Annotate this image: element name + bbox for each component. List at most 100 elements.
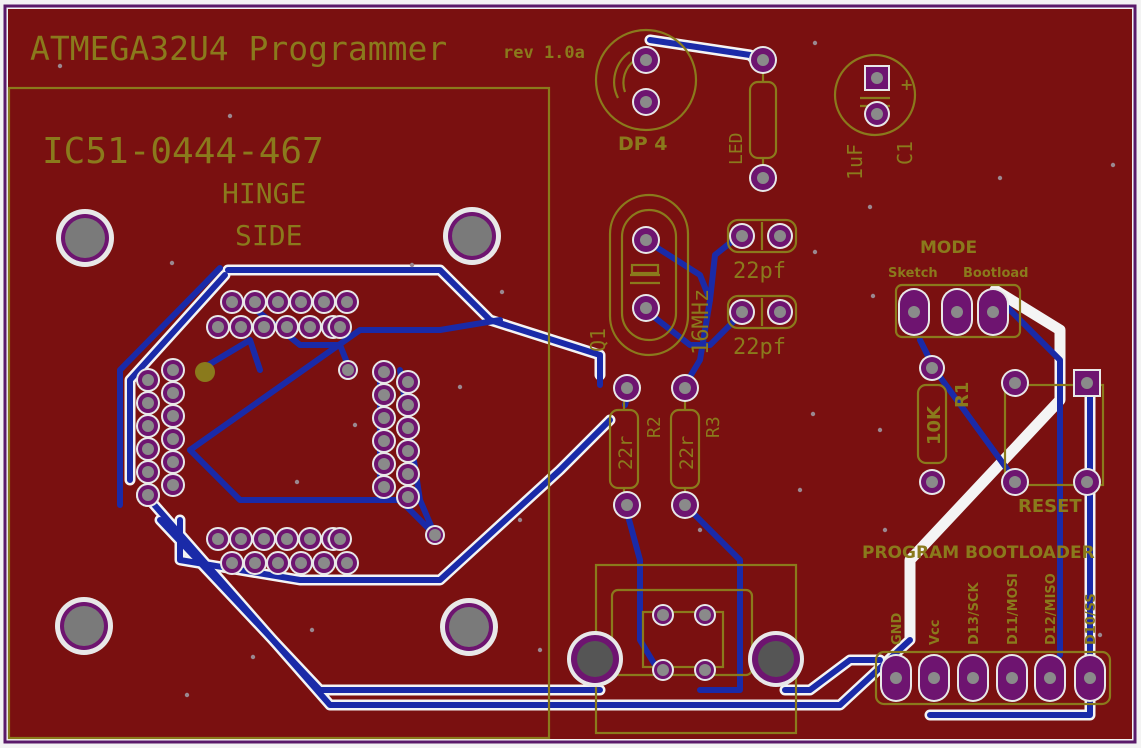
dp4-label: DP 4: [618, 133, 668, 155]
socket-pad: [206, 527, 230, 551]
header-pin-pad: [918, 654, 950, 702]
via: [867, 204, 873, 210]
via: [517, 517, 523, 523]
r3-pad: [671, 374, 699, 402]
r3-value-label: 22r: [676, 436, 698, 470]
mounting-hole: [443, 207, 501, 265]
socket-pad: [252, 315, 276, 339]
socket-pad: [289, 551, 313, 575]
r1-value-label: 10K: [924, 405, 945, 445]
crystal-pad: [632, 226, 660, 254]
socket-pad: [206, 315, 230, 339]
socket-pad: [136, 460, 160, 484]
socket-pad: [136, 368, 160, 392]
via: [457, 384, 463, 390]
via: [184, 692, 190, 698]
reset-pad: [1073, 369, 1101, 397]
dp4-pad: [632, 88, 660, 116]
mode-switch-pad: [941, 288, 973, 336]
usb-shield-pad: [748, 631, 804, 687]
via: [810, 411, 816, 417]
header-pin-pad: [1034, 654, 1066, 702]
cap-pad: [767, 299, 793, 325]
socket-pad: [136, 483, 160, 507]
c1-ref-label: C1: [893, 141, 917, 165]
socket-pad: [275, 527, 299, 551]
r2-pad: [613, 491, 641, 519]
via: [997, 175, 1003, 181]
via: [227, 113, 233, 119]
crystal-ref-label: Q1: [586, 328, 610, 352]
board-title: ATMEGA32U4 Programmer: [30, 29, 447, 68]
socket-pad: [372, 383, 396, 407]
c1-value-label: 1uF: [843, 144, 867, 180]
via: [57, 63, 63, 69]
usb-pad: [652, 604, 674, 626]
socket-pad: [161, 473, 185, 497]
socket-pad: [229, 527, 253, 551]
header-pin-pad: [1074, 654, 1106, 702]
socket-pad: [338, 360, 358, 380]
cap-pad: [729, 223, 755, 249]
via: [352, 422, 358, 428]
socket-pad: [335, 290, 359, 314]
socket-pad: [161, 450, 185, 474]
socket-pad: [136, 391, 160, 415]
header-pin-label: Vcc: [928, 620, 943, 645]
header-pin-label: GND: [890, 612, 905, 645]
socket-pad: [396, 370, 420, 394]
led-pad: [749, 164, 777, 192]
silkscreen: [7, 28, 1112, 740]
via: [812, 249, 818, 255]
led-label: LED: [726, 132, 747, 165]
socket-pad: [372, 406, 396, 430]
socket-pad: [252, 527, 276, 551]
header-pin-pad: [996, 654, 1028, 702]
mounting-hole: [55, 597, 113, 655]
via: [870, 293, 876, 299]
socket-pad: [372, 475, 396, 499]
usb-pad: [694, 659, 716, 681]
c1-pad: [864, 101, 890, 127]
socket-pad: [161, 381, 185, 405]
mounting-hole: [440, 598, 498, 656]
mode-option-bootload: Bootload: [963, 266, 1028, 281]
side-label: SIDE: [235, 219, 302, 252]
usb-pad: [652, 659, 674, 681]
silk-labels: ATMEGA32U4 Programmer rev 1.0a IC51-0444…: [30, 29, 1095, 563]
r3-ref-label: R3: [703, 416, 724, 438]
back-traces: [117, 37, 1093, 718]
via: [309, 627, 315, 633]
pin1-marker: [195, 362, 215, 382]
socket-pad: [396, 439, 420, 463]
header-pin-label: D13/SCK: [967, 581, 982, 645]
socket-pad: [396, 393, 420, 417]
socket-pad: [298, 527, 322, 551]
socket-pad: [335, 551, 359, 575]
socket-pad: [161, 427, 185, 451]
via: [250, 654, 256, 660]
dp4-pad: [632, 46, 660, 74]
socket-pad: [396, 416, 420, 440]
r2-pad: [613, 374, 641, 402]
via: [169, 260, 175, 266]
socket-pad: [396, 485, 420, 509]
cap-pad: [729, 299, 755, 325]
socket-part-number: IC51-0444-467: [42, 131, 324, 172]
socket-pad: [396, 462, 420, 486]
reset-pad: [1001, 369, 1029, 397]
socket-pad: [161, 404, 185, 428]
via: [697, 527, 703, 533]
via: [877, 427, 883, 433]
mode-option-sketch: Sketch: [888, 266, 938, 281]
socket-pad: [372, 360, 396, 384]
socket-pad: [298, 315, 322, 339]
socket-pad: [266, 551, 290, 575]
mode-title: MODE: [920, 238, 977, 258]
socket-pad: [275, 315, 299, 339]
header-pin-label: D10/SS: [1084, 593, 1099, 645]
via: [1097, 632, 1103, 638]
r3-pad: [671, 491, 699, 519]
